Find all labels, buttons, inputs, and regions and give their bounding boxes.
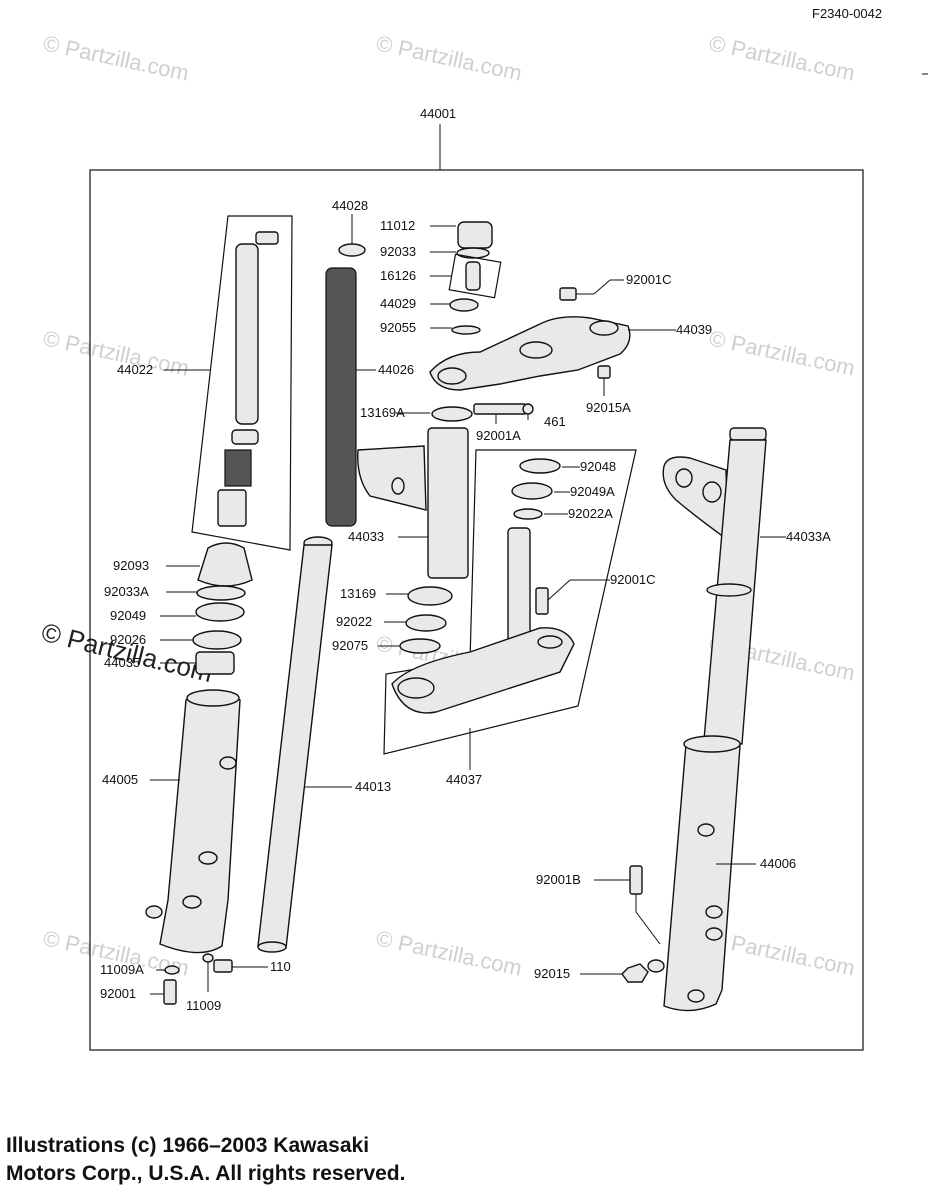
label-92048: 92048 <box>580 459 616 474</box>
label-44006: 44006 <box>760 856 796 871</box>
assembly-frame <box>89 169 864 1051</box>
steering-bearings-lower: 13169 92022 92075 <box>332 586 453 654</box>
label-44026: 44026 <box>378 362 414 377</box>
label-92093: 92093 <box>113 558 149 573</box>
label-44029: 44029 <box>380 296 416 311</box>
label-44022: 44022 <box>117 362 153 377</box>
right-fork-hardware: 92001B 92015 <box>534 865 661 983</box>
label-461: 461 <box>544 414 566 429</box>
copyright-line-2: Motors Corp., U.S.A. All rights reserved… <box>6 1162 406 1185</box>
label-92022: 92022 <box>336 614 372 629</box>
label-92075: 92075 <box>332 638 368 653</box>
figure-id: F2340-0042 <box>812 6 882 21</box>
watermark: © Partzilla.com <box>41 30 191 85</box>
label-44033: 44033 <box>348 529 384 544</box>
label-44005: 44005 <box>102 772 138 787</box>
label-92055: 92055 <box>380 320 416 335</box>
label-11009: 11009 <box>186 998 221 1013</box>
label-44013: 44013 <box>355 779 391 794</box>
label-44001: 44001 <box>420 106 456 121</box>
watermark: © Partzilla.com <box>707 325 857 380</box>
copyright-line-1: Illustrations (c) 1966–2003 Kawasaki <box>6 1134 370 1157</box>
label-16126: 16126 <box>380 268 416 283</box>
watermark-overlay: © Partzilla.com <box>39 617 216 688</box>
label-44033A: 44033A <box>786 529 831 544</box>
label-44028: 44028 <box>332 198 368 213</box>
watermark: © Partzilla.com <box>707 30 857 85</box>
watermark: © Partzilla.com <box>707 925 857 980</box>
label-92001C-mid: 92001C <box>610 572 656 587</box>
inner-tube-kit: 44022 <box>117 215 293 551</box>
upper-triple-clamp: 44039 92001C 92015A <box>429 272 712 415</box>
steering-stem-assembly: 92048 92049A 92022A 92001C 44037 <box>383 449 656 787</box>
label-13169A: 13169A <box>360 405 405 420</box>
label-13169: 13169 <box>340 586 376 601</box>
watermark: © Partzilla.com <box>374 30 524 85</box>
label-92049: 92049 <box>110 608 146 623</box>
watermark: © Partzilla.com <box>374 925 524 980</box>
label-92022A: 92022A <box>568 506 613 521</box>
clamp-bolt: 13169A 92001A 461 <box>360 403 566 443</box>
label-44037: 44037 <box>446 772 482 787</box>
label-92015: 92015 <box>534 966 570 981</box>
label-11012: 11012 <box>380 218 415 233</box>
label-92001: 92001 <box>100 986 136 1001</box>
outer-tube-left: 44005 <box>102 689 241 954</box>
label-92049A: 92049A <box>570 484 615 499</box>
label-92026: 92026 <box>110 632 146 647</box>
label-110: 110 <box>270 959 291 974</box>
fork-inner-tube-with-bracket: 44033 <box>348 427 469 579</box>
label-92033A: 92033A <box>104 584 149 599</box>
label-92015A: 92015A <box>586 400 631 415</box>
label-44039: 44039 <box>676 322 712 337</box>
fork-spring: 44028 44026 <box>325 198 414 527</box>
label-92033: 92033 <box>380 244 416 259</box>
left-bottom-hardware: 11009A 92001 110 11009 <box>100 953 291 1013</box>
fork-seals-stack: 92093 92033A 92049 92026 44035 <box>104 542 253 675</box>
label-44035: 44035 <box>104 655 140 670</box>
fork-right-assembly: 44033A 44006 <box>647 427 831 1012</box>
top-cap-stack: 11012 92033 16126 44029 92055 <box>380 218 502 335</box>
damper-rod: 44013 <box>257 536 391 953</box>
label-92001B: 92001B <box>536 872 581 887</box>
label-92001A: 92001A <box>476 428 521 443</box>
label-11009A: 11009A <box>100 962 144 977</box>
label-92001C-top: 92001C <box>626 272 672 287</box>
